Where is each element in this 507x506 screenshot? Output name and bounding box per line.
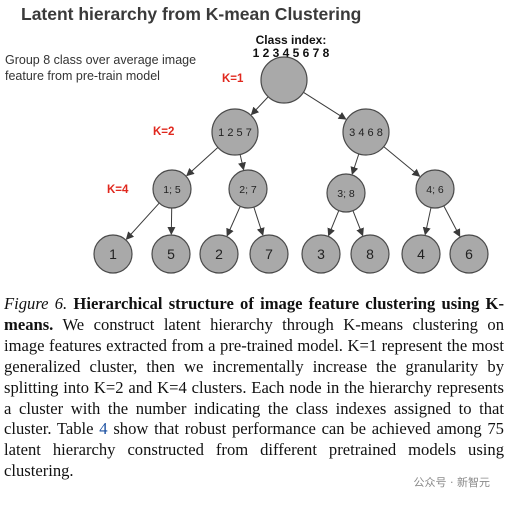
caption-body-text: We construct latent hierarchy through K-… [4,314,504,439]
tree-edge-L2-3 [350,153,360,175]
cluster-node-L1-1 [211,108,259,156]
k-level-labels: K=1K=2K=4 [107,73,244,196]
k-label-level-2: K=4 [107,184,129,196]
watermark-text: 公众号 · 新智元 [410,474,493,490]
k-label-level-1: K=2 [153,126,174,138]
cluster-node-label-L2-2: 2; 7 [239,184,257,196]
cluster-node-label-L1-2: 3 4 6 8 [349,127,383,139]
cluster-node-L3-3 [199,234,239,274]
tree-edge-L2-4 [383,146,421,177]
tree-edge-L2-2 [238,154,246,171]
cluster-node-label-L3-6: 8 [366,246,374,262]
subtitle-line-1: Group 8 class over average image [5,53,197,67]
cluster-node-L3-5 [301,234,341,274]
tree-nodes: 1 2 5 7 3 4 6 8 1; 5 2; 7 3; 8 4; 6 1 5 2 7 3 8 4 6 [93,56,489,274]
class-index-label: Class index: [255,33,327,47]
caption-figure-label: Figure 6. [4,294,68,313]
figure-caption: Figure 6. Hierarchical structure of imag… [4,294,504,482]
figure-panel: Latent hierarchy from K-mean Clustering … [5,4,489,274]
cluster-node-label-L3-5: 3 [317,246,325,262]
tree-edge-L1-1 [250,96,269,116]
cluster-node-label-L2-3: 3; 8 [337,188,355,200]
cluster-node-label-L2-4: 4; 6 [426,184,444,196]
hierarchy-tree-diagram: 1 2 5 7 3 4 6 8 1; 5 2; 7 3; 8 4; 6 1 5 2 7 3 8 4 6 K… [93,56,489,274]
cluster-node-label-L3-2: 5 [167,246,175,262]
cluster-node-L3-6 [350,234,390,274]
cluster-node-label-L1-1: 1 2 5 7 [218,127,252,139]
cluster-node-label-L3-8: 6 [465,246,473,262]
subtitle-line-2: feature from pre-train model [5,69,160,83]
cluster-node-L1-2 [342,108,390,156]
cluster-node-label-L2-1: 1; 5 [163,184,181,196]
tree-edge-L3-1 [125,202,160,240]
cluster-node-label-L3-1: 1 [109,246,117,262]
class-index-values: 1 2 3 4 5 6 7 8 [252,46,330,60]
cluster-node-L3-4 [249,234,289,274]
tree-edge-L3-3 [226,206,241,237]
cluster-node-label-L3-3: 2 [215,246,223,262]
table-reference-link[interactable]: 4 [99,419,108,439]
figure-subtitle: Group 8 class over average image feature… [5,52,235,84]
cluster-node-label-L3-4: 7 [265,246,273,262]
cluster-node-label-L3-7: 4 [417,246,425,262]
cluster-node-L2-3 [326,173,366,213]
tree-edge-L1-2 [303,91,347,120]
cluster-node-L3-8 [449,234,489,274]
tree-edges [125,91,461,240]
cluster-node-L3-7 [401,234,441,274]
k-label-level-0: K=1 [222,73,244,85]
cluster-node-L3-2 [151,234,191,274]
cluster-node-L2-4 [415,169,455,209]
tree-edge-L2-1 [186,147,219,177]
cluster-node-L2-1 [152,169,192,209]
class-index-header: Class index: 1 2 3 4 5 6 7 8 [246,34,336,60]
caption-body-text-end: show that robust performance can be achi… [4,419,504,481]
tree-edge-L3-5 [327,210,340,237]
cluster-node-L0-1 [260,56,308,104]
cluster-node-L3-1 [93,234,133,274]
tree-edge-L3-4 [253,206,265,236]
tree-edge-L3-8 [443,205,461,238]
tree-edge-L3-6 [352,210,364,237]
figure-title: Latent hierarchy from K-mean Clustering [21,4,362,24]
caption-bold-title: Hierarchical structure of image feature … [4,294,504,334]
cluster-node-L2-2 [228,169,268,209]
tree-edge-L3-7 [422,207,432,236]
